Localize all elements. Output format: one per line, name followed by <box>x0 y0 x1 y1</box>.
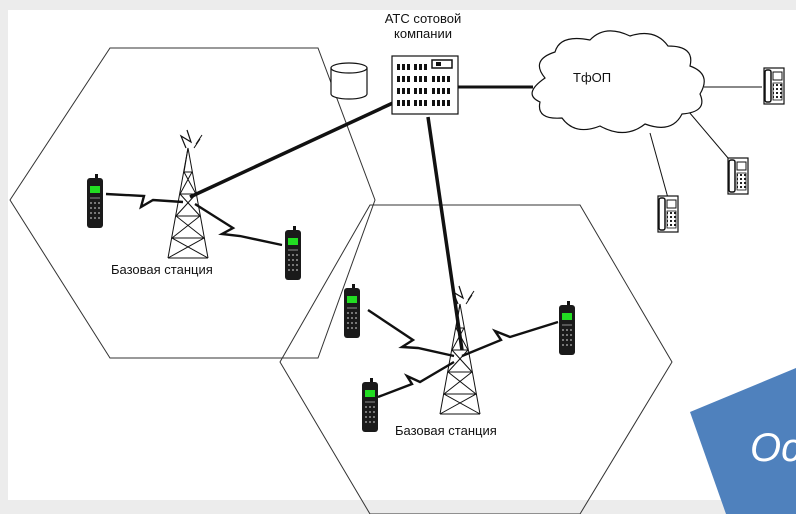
switch-title: АТС сотовой компании <box>370 11 476 41</box>
mobile-phone-icon <box>87 174 103 228</box>
cell-left <box>9 47 376 359</box>
pstn-label: ТфОП <box>573 70 612 85</box>
antenna-tower-icon <box>167 129 209 259</box>
cloud-icon <box>531 30 705 134</box>
switch-title-line1: АТС сотовой <box>384 11 462 26</box>
corner-banner <box>690 368 796 514</box>
desk-phone-icon <box>763 67 785 105</box>
corner-banner-text: Oc <box>750 426 796 470</box>
desk-phone-icon <box>657 195 679 233</box>
database-icon <box>330 62 368 100</box>
radio-links <box>105 192 559 399</box>
mobile-phone-icon <box>362 378 378 432</box>
switch-cabinet-icon <box>391 55 459 115</box>
mobile-phone-icon <box>344 284 360 338</box>
base-station-left-label: Базовая станция <box>111 262 213 277</box>
link-switch-to-left-tower <box>189 100 396 199</box>
mobile-phone-icon <box>559 301 575 355</box>
mobile-phone-icon <box>285 226 301 280</box>
desk-phone-icon <box>727 157 749 195</box>
switch-title-line2: компании <box>394 26 452 41</box>
link-switch-to-right-tower <box>426 116 464 351</box>
cell-right <box>279 204 673 514</box>
base-station-right-label: Базовая станция <box>395 423 497 438</box>
